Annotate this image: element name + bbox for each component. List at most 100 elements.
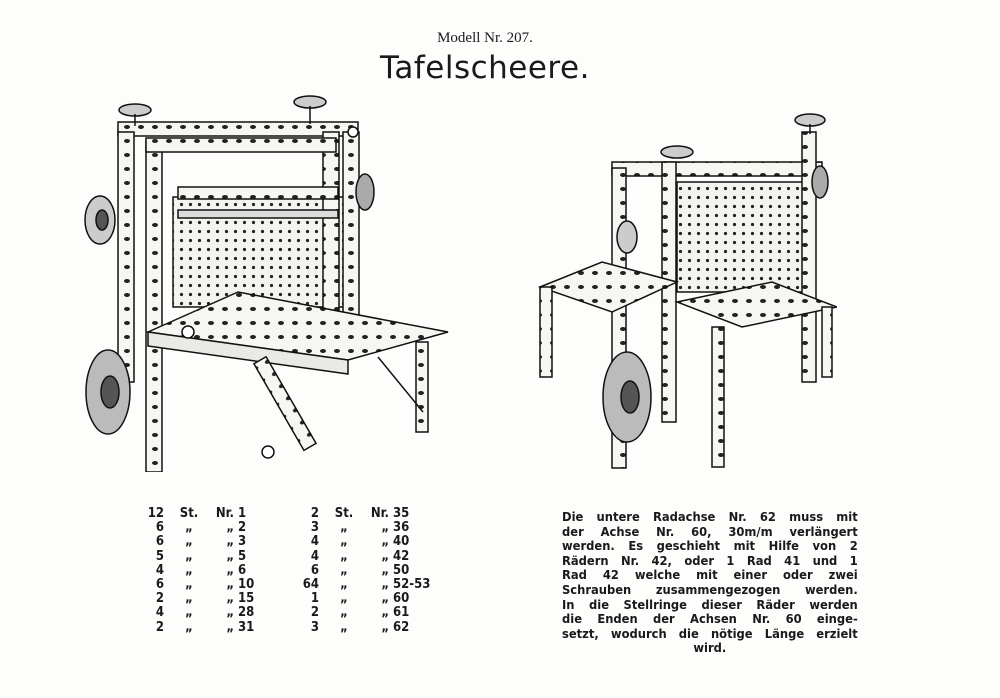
part-nr: „ xyxy=(381,577,389,593)
note-line: In die Stellringe dieser Räder werden xyxy=(562,596,858,612)
note-line: Die untere Radachse Nr. 62 muss mit xyxy=(562,509,858,524)
part-num: 52-53 xyxy=(393,577,431,593)
part-num: 2 xyxy=(238,520,247,536)
part-st: „ xyxy=(185,520,193,536)
parts-list-row: 2„„31 xyxy=(142,619,255,635)
part-num: 15 xyxy=(238,591,255,607)
part-qty: 2 xyxy=(155,591,164,607)
part-nr: „ xyxy=(226,605,234,621)
part-qty: 6 xyxy=(310,562,319,578)
part-num: 62 xyxy=(393,619,410,635)
note-line: Rad 42 welche mit einer oder zwei xyxy=(562,567,858,583)
part-qty: 3 xyxy=(310,619,319,635)
part-nr: „ xyxy=(381,534,389,550)
part-num: 50 xyxy=(393,562,410,578)
part-qty: 2 xyxy=(310,605,319,621)
part-nr: „ xyxy=(226,577,234,593)
parts-list-row: 12 St. Nr. 1 xyxy=(142,506,254,521)
parts-list-row: 64„„52-53 xyxy=(297,577,431,593)
part-num: 40 xyxy=(393,534,410,550)
part-st: „ xyxy=(340,577,348,593)
part-nr: „ xyxy=(226,548,234,564)
note-line: der Achse Nr. 60, 30m/m verlängert xyxy=(562,523,858,539)
note-line: die Enden der Achsen Nr. 60 einge- xyxy=(562,611,858,627)
parts-list-row: 6„„10 xyxy=(142,577,255,593)
part-nr: „ xyxy=(381,591,389,607)
part-nr: Nr. xyxy=(370,506,389,521)
parts-list-row: 6„„2 xyxy=(142,521,254,535)
part-qty: 2 xyxy=(310,506,319,521)
note-line: Rädern Nr. 42, oder 1 Rad 41 und 1 xyxy=(562,552,858,568)
part-qty: 6 xyxy=(155,520,164,536)
parts-list-row: 5„„5 xyxy=(142,548,254,564)
parts-list-row: 4„„42 xyxy=(297,548,430,564)
part-nr: „ xyxy=(226,534,234,550)
note-line: setzt, wodurch die nötige Länge erzielt xyxy=(562,625,858,641)
part-st: „ xyxy=(185,619,193,635)
note-line: Schrauben zusammengezogen werden. xyxy=(562,581,858,597)
part-nr: „ xyxy=(381,548,389,564)
part-st: „ xyxy=(185,605,193,621)
parts-list-row: 4„„6 xyxy=(142,562,254,578)
part-qty: 3 xyxy=(310,520,319,536)
note-line: werden. Es geschieht mit Hilfe von 2 xyxy=(562,538,858,554)
parts-list-row: 3„„62 xyxy=(297,619,430,635)
part-st: „ xyxy=(340,591,348,607)
front-view-illustration xyxy=(84,95,449,472)
parts-list-row: 1„„60 xyxy=(297,592,430,606)
rear-view-illustration xyxy=(537,113,837,469)
part-st: „ xyxy=(340,605,348,621)
part-num: 28 xyxy=(238,605,255,621)
parts-list-row: 6„„3 xyxy=(142,535,254,549)
parts-list-row: 2 St. Nr. 35 xyxy=(297,506,430,521)
part-st: „ xyxy=(185,548,193,564)
part-qty: 64 xyxy=(302,577,319,593)
part-st: St. xyxy=(179,506,199,521)
part-st: „ xyxy=(340,520,348,536)
part-num: 6 xyxy=(238,562,247,578)
part-st: „ xyxy=(340,548,348,564)
part-st: „ xyxy=(340,534,348,550)
part-qty: 6 xyxy=(155,577,164,593)
part-num: 10 xyxy=(238,577,255,593)
parts-list-row: 2„„15 xyxy=(142,592,254,606)
page-title: Tafelscheere. xyxy=(380,50,590,86)
part-nr: „ xyxy=(381,619,389,635)
part-num: 61 xyxy=(393,605,410,621)
part-num: 5 xyxy=(238,548,247,564)
part-qty: 1 xyxy=(310,591,319,607)
part-nr: „ xyxy=(226,520,234,536)
part-qty: 4 xyxy=(310,534,319,550)
part-nr: „ xyxy=(226,562,234,578)
parts-list-row: 4„„40 xyxy=(297,535,430,549)
part-num: 1 xyxy=(238,506,247,521)
part-nr: „ xyxy=(381,605,389,621)
part-st: „ xyxy=(185,562,193,578)
parts-list-row: 2„„61 xyxy=(297,606,430,620)
part-num: 31 xyxy=(238,619,255,635)
part-st: „ xyxy=(340,619,348,635)
part-qty: 4 xyxy=(155,562,164,578)
parts-list-row: 4„„28 xyxy=(142,606,254,620)
parts-list-row: 6„„50 xyxy=(297,562,430,578)
part-st: „ xyxy=(185,591,193,607)
part-num: 36 xyxy=(393,520,410,536)
part-nr: Nr. xyxy=(215,506,234,521)
part-st: „ xyxy=(185,534,193,550)
part-num: 3 xyxy=(238,534,247,550)
part-num: 60 xyxy=(393,591,410,607)
part-nr: „ xyxy=(226,591,234,607)
part-st: St. xyxy=(334,506,354,521)
part-st: „ xyxy=(340,562,348,578)
part-st: „ xyxy=(185,577,193,593)
part-qty: 4 xyxy=(155,605,164,621)
part-nr: „ xyxy=(381,520,389,536)
part-num: 35 xyxy=(393,506,410,521)
part-qty: 12 xyxy=(147,506,164,521)
parts-list-row: 3„„36 xyxy=(297,521,430,535)
part-qty: 2 xyxy=(155,619,164,635)
